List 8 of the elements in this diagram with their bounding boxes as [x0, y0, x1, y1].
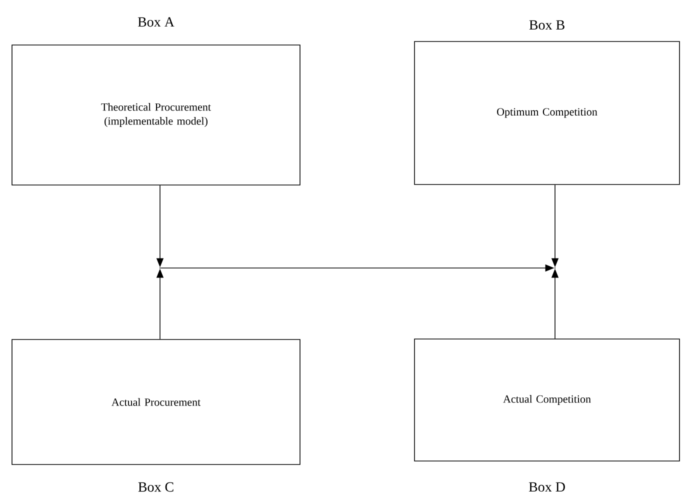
process-box: Actual Competition: [414, 338, 680, 462]
box-heading: Box A: [138, 17, 174, 27]
box-heading: Box D: [528, 482, 565, 492]
box-heading: Box B: [529, 20, 564, 30]
process-box: Theoretical Procurement (implementable model): [12, 44, 300, 186]
box-heading: Box C: [138, 482, 174, 492]
process-box: Actual Procurement: [12, 339, 300, 465]
process-box: Optimum Competition: [414, 41, 680, 185]
